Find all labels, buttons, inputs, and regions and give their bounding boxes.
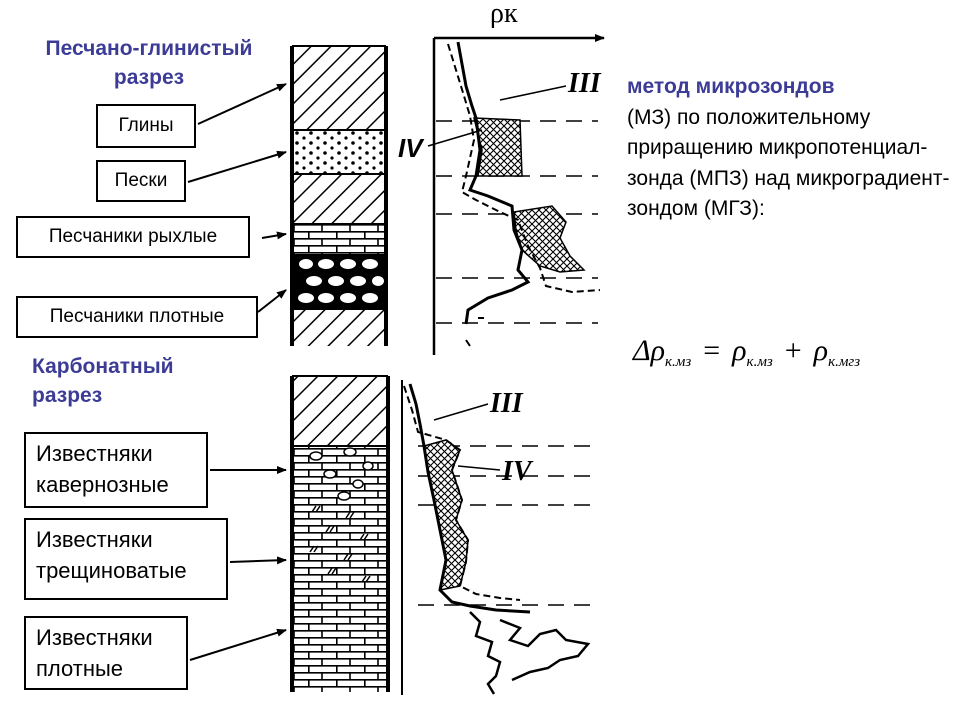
clastic-section-title: Песчано-глинистый разрез [45, 37, 253, 89]
label-dense-sandstones: Песчаники плотные [16, 296, 258, 338]
carbonate-log-track: III IV [401, 380, 600, 695]
clastic-lithology-column [290, 45, 388, 346]
label-cavernous-limestones: Известняки кавернозные [24, 432, 208, 508]
curve-label-iv-top: IV [398, 133, 425, 163]
clastic-log-track: ρк III IV [398, 0, 605, 355]
curve-label-iv-bottom: IV [501, 456, 534, 487]
carbonate-section-title: Карбонатный разрез [32, 355, 174, 407]
curve-label-iii-top: III [567, 68, 602, 99]
formula-lhs-sub: к.мз [665, 354, 692, 370]
carbonate-arrows [189, 466, 287, 661]
formula-term1: ρ [732, 334, 747, 367]
formula-plus: + [784, 334, 802, 367]
method-lead: метод микрозондов [627, 75, 835, 98]
dense-sandstone-layer [292, 254, 386, 310]
method-description: метод микрозондов (МЗ) по положительному… [627, 72, 957, 225]
formula-lhs: Δρ [633, 334, 666, 367]
label-loose-sandstones: Песчаники рыхлые [16, 216, 250, 258]
label-dense-limestones: Известняки плотные [24, 616, 188, 690]
formula-term2-sub: к.мгз [828, 354, 861, 370]
label-fractured-limestones: Известняки трещиноватые [24, 518, 228, 600]
rho-axis-label: ρк [490, 0, 518, 29]
label-clays: Глины [96, 104, 196, 148]
clastic-arrows [187, 83, 287, 313]
formula-term2: ρ [813, 334, 829, 367]
formula-term1-sub: к.мз [746, 354, 773, 370]
formula-equals: = [703, 334, 721, 367]
formula: Δρк.мз=ρк.мз+ρк.мгз [633, 334, 860, 371]
method-body: (МЗ) по положительному приращению микроп… [627, 105, 950, 221]
label-sands: Пески [96, 160, 186, 202]
curve-label-iii-bottom: III [489, 388, 524, 419]
carbonate-lithology-column [290, 375, 390, 692]
